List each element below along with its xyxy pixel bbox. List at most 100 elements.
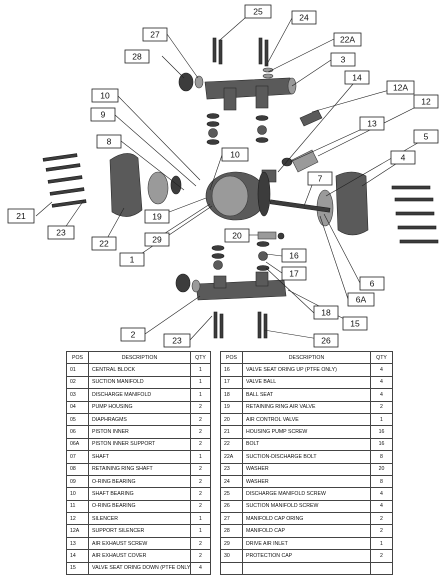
cell-qty: 1 (190, 388, 211, 402)
header-pos: POS (66, 350, 89, 365)
cell-description: O-RING BEARING (88, 474, 191, 489)
callout-16: 16 (281, 248, 307, 263)
cell-pos: 06A (66, 437, 89, 452)
cell-pos: 22A (220, 450, 243, 464)
column-gap (210, 463, 221, 476)
discharge-manifold-screws (212, 37, 269, 67)
callout-5: 5 (413, 129, 439, 144)
callout-6a: 6A (347, 292, 375, 307)
cell-description: MANIFOLD CAP ORING (242, 512, 371, 526)
cell-pos: 17 (220, 375, 243, 390)
central-block (205, 171, 271, 221)
cell-qty: 2 (370, 400, 393, 414)
svg-text:10: 10 (100, 91, 110, 101)
column-gap (210, 388, 221, 402)
cell-qty: 8 (370, 450, 393, 464)
callout-23-bottom: 23 (163, 333, 191, 348)
callout-13: 13 (359, 116, 385, 131)
cell-qty: 4 (370, 487, 393, 501)
callout-25: 25 (244, 4, 272, 19)
suction-manifold (175, 271, 287, 301)
cell-pos: 26 (220, 499, 243, 514)
cell-qty: 1 (370, 536, 393, 551)
cell-qty: 2 (370, 512, 393, 526)
svg-text:12A: 12A (393, 83, 408, 93)
table-header-row: POS DESCRIPTION QTY POS DESCRIPTION QTY (66, 350, 393, 365)
cell-pos: 18 (220, 388, 243, 402)
callout-12: 12 (413, 94, 439, 109)
svg-text:7: 7 (318, 174, 323, 184)
cell-pos: 05 (66, 412, 89, 427)
callout-29: 29 (144, 232, 170, 247)
header-qty: QTY (190, 350, 211, 365)
cell-qty: 8 (370, 474, 393, 489)
cell-qty: 16 (370, 437, 393, 452)
cell-qty: 1 (190, 375, 211, 390)
header-pos: POS (220, 350, 243, 365)
cell-description: WASHER (242, 474, 371, 489)
cell-description: PUMP HOUSING (88, 400, 191, 414)
callout-15: 15 (342, 316, 368, 331)
column-gap (210, 562, 221, 575)
svg-text:19: 19 (152, 212, 162, 222)
callout-3: 3 (330, 52, 356, 67)
svg-text:3: 3 (341, 55, 346, 65)
cell-qty (370, 561, 393, 576)
svg-text:24: 24 (299, 13, 309, 23)
svg-text:23: 23 (56, 228, 66, 238)
cell-qty: 2 (190, 536, 211, 551)
cell-qty: 2 (190, 462, 211, 476)
cell-qty: 1 (190, 512, 211, 526)
callout-12a: 12A (386, 80, 415, 95)
header-qty: QTY (370, 350, 393, 365)
column-gap (210, 450, 221, 464)
cell-qty: 2 (190, 487, 211, 501)
callout-20: 20 (224, 228, 250, 243)
svg-text:21: 21 (16, 211, 26, 221)
discharge-manifold (204, 77, 297, 111)
column-gap (210, 487, 221, 501)
cell-description: RETAINING RING SHAFT (88, 462, 191, 476)
cell-description: SUCTION MANIFOLD SCREW (242, 499, 371, 514)
cell-qty: 2 (370, 549, 393, 563)
column-gap (210, 363, 221, 377)
cell-pos: 22 (220, 437, 243, 452)
svg-text:13: 13 (367, 119, 377, 129)
callout-2: 2 (120, 327, 146, 342)
cell-pos: 02 (66, 375, 89, 390)
cell-pos: 27 (220, 512, 243, 526)
svg-text:15: 15 (350, 319, 360, 329)
callout-26: 26 (313, 333, 339, 348)
cell-qty: 4 (370, 388, 393, 402)
cell-description: SHAFT (88, 450, 191, 464)
cell-description: PISTON INNER (88, 425, 191, 439)
cell-description: AIR EXHAUST SCREW (88, 536, 191, 551)
cell-description: BOLT (242, 437, 371, 452)
cell-description: DIAPHRAGMS (88, 412, 191, 427)
svg-text:22A: 22A (340, 35, 355, 45)
callout-7: 7 (307, 171, 333, 186)
shaft (269, 199, 331, 213)
cell-qty: 16 (370, 425, 393, 439)
svg-text:20: 20 (232, 231, 242, 241)
callout-9: 9 (90, 107, 116, 122)
cell-qty: 1 (370, 412, 393, 427)
svg-text:28: 28 (132, 52, 142, 62)
svg-text:23: 23 (172, 336, 182, 346)
cell-qty: 2 (190, 400, 211, 414)
cell-qty: 4 (370, 499, 393, 514)
svg-text:1: 1 (130, 255, 135, 265)
cell-pos: 10 (66, 487, 89, 501)
cell-pos: 07 (66, 450, 89, 464)
column-gap (210, 475, 221, 488)
